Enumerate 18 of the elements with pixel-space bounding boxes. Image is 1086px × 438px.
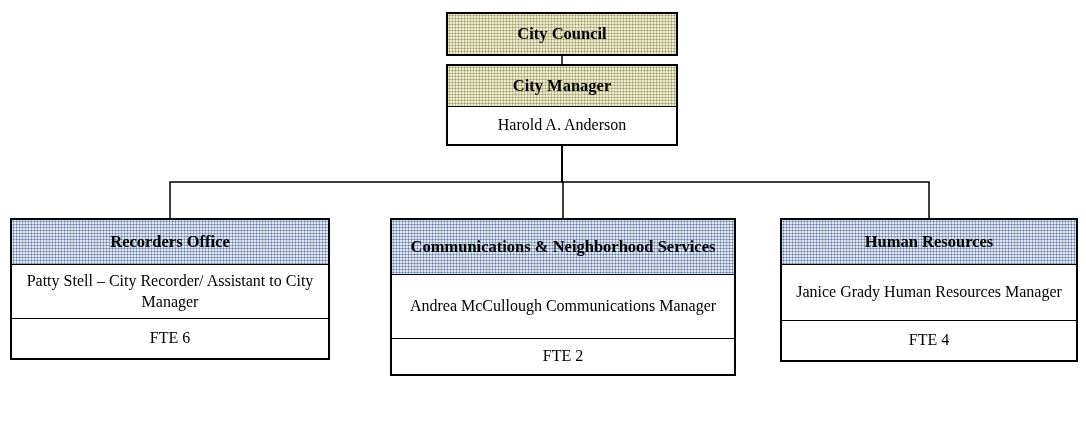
org-box — [10, 218, 330, 360]
person-title: Harold A. Anderson — [448, 106, 676, 144]
person-title: Andrea McCullough Communications Manager — [392, 274, 734, 338]
unit-title: City Manager — [448, 66, 676, 106]
unit-title: Human Resources — [782, 220, 1076, 264]
unit-title: Communications & Neighborhood Services — [392, 220, 734, 274]
connector-line — [561, 145, 930, 219]
org-box — [390, 218, 736, 376]
org-box — [780, 218, 1078, 362]
person-title: Janice Grady Human Resources Manager — [782, 264, 1076, 320]
unit-title: City Council — [448, 14, 676, 54]
staff-count: FTE 2 — [392, 338, 734, 374]
unit-title: Recorders Office — [12, 220, 328, 264]
staff-count: FTE 4 — [782, 320, 1076, 360]
org-box — [446, 64, 678, 146]
staff-count: FTE 6 — [12, 318, 328, 358]
connector-line — [561, 55, 563, 65]
person-title: Patty Stell – City Recorder/ Assistant to City Manager — [12, 264, 328, 318]
